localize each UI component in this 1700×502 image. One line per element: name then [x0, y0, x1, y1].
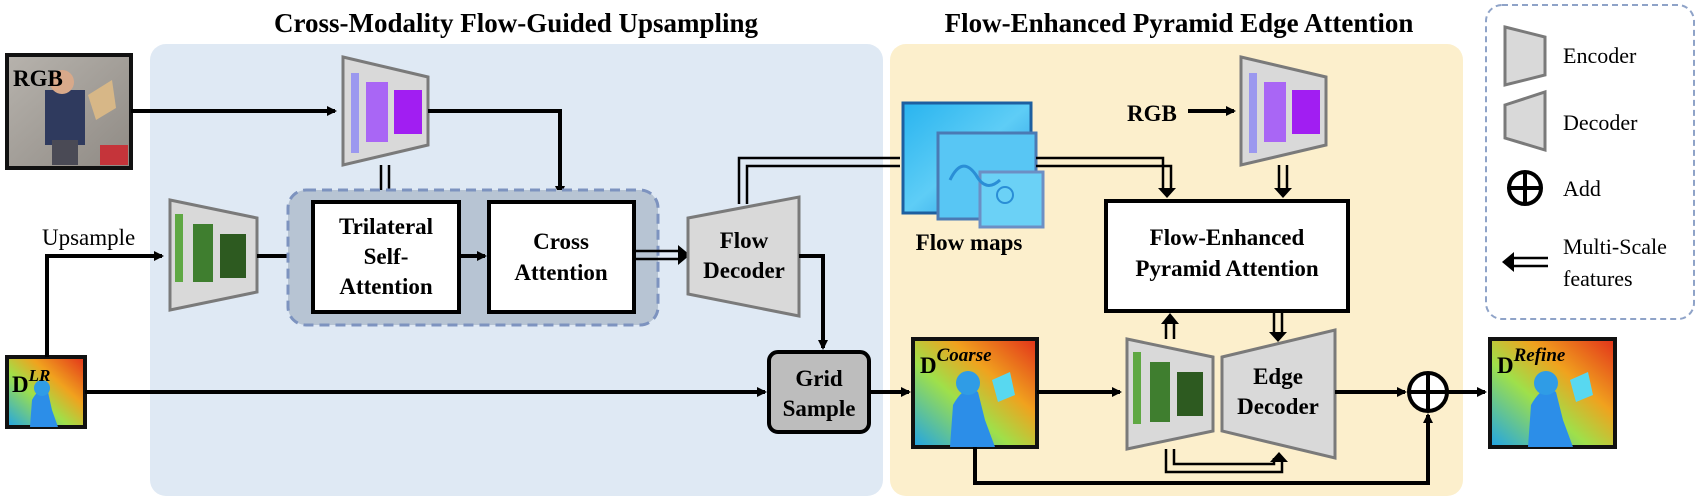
edge-decoder-label-1: Edge: [1253, 364, 1303, 389]
depth-lr-label: DLR: [12, 366, 50, 397]
legend-add-label: Add: [1563, 176, 1601, 201]
rgb-encoder-icon: [341, 55, 430, 167]
legend-add-icon: [1507, 170, 1543, 206]
rgb-right-encoder-to-fepa-double-arrow: [1274, 165, 1292, 198]
rgb-right-encoder-icon: [1239, 55, 1328, 167]
legend-decoder-label: Decoder: [1563, 110, 1638, 135]
trilateral-self-attention-box: [311, 200, 461, 314]
legend-multiscale-label-2: features: [1563, 266, 1633, 291]
flow-enhanced-pyramid-attention-box: [1104, 199, 1350, 313]
cross-label-2: Attention: [514, 260, 607, 285]
depth-coarse-label: DCoarse: [920, 345, 992, 378]
grid-sample-label-1: Grid: [795, 366, 842, 391]
trilateral-label-3: Attention: [339, 274, 432, 299]
upsample-arrow: [45, 251, 164, 357]
add-icon: [1407, 371, 1449, 413]
upsample-label: Upsample: [42, 225, 135, 250]
rgb-input-image: [5, 53, 133, 170]
depth-refine-label: DRefine: [1497, 345, 1566, 378]
edge-encoder-to-fepa-double-arrow: [1161, 313, 1179, 339]
fepa-label-1: Flow-Enhanced: [1150, 225, 1305, 250]
fepa-to-edge-decoder-double-arrow: [1269, 311, 1287, 342]
edge-encoder-icon: [1125, 337, 1215, 451]
legend-decoder-icon: [1503, 89, 1547, 153]
coarse-skip-to-add-arrow: [973, 413, 1433, 485]
cross-to-flow-decoder-double-arrow: [634, 245, 690, 265]
grid-sample-label-2: Sample: [783, 396, 856, 421]
trilateral-label-1: Trilateral: [339, 214, 433, 239]
edge-encoder-to-decoder-skip-double-arrow: [1164, 449, 1288, 474]
flow-decoder-to-flow-maps-double-line: [737, 156, 900, 204]
legend-multiscale-arrow-icon: [1502, 252, 1548, 272]
right-section-title: Flow-Enhanced Pyramid Edge Attention: [945, 8, 1414, 38]
lr-encoder-icon: [168, 198, 259, 312]
flow-decoder-to-grid-arrow: [799, 254, 828, 350]
depth-refine-image: [1488, 337, 1617, 449]
trilateral-label-2: Self-: [364, 244, 409, 269]
rgb-label: RGB: [13, 66, 63, 91]
cross-attention-box: [487, 200, 636, 314]
flow-decoder-label-1: Flow: [720, 228, 769, 253]
flow-decoder-label-2: Decoder: [703, 258, 785, 283]
flow-maps-label: Flow maps: [916, 230, 1023, 255]
cross-label-1: Cross: [533, 229, 589, 254]
edge-decoder-shape: [1220, 328, 1337, 460]
edge-decoder-label-2: Decoder: [1237, 394, 1319, 419]
flow-maps-to-fepa-double-arrow: [1036, 156, 1176, 198]
fepa-label-2: Pyramid Attention: [1135, 256, 1319, 281]
legend-encoder-label: Encoder: [1563, 43, 1637, 68]
flow-decoder-shape: [686, 195, 801, 318]
rgb-encoder-to-cross-arrow: [428, 109, 565, 196]
legend-box: [1485, 4, 1695, 320]
legend-multiscale-label-1: Multi-Scale: [1563, 234, 1667, 259]
legend-encoder-icon: [1503, 25, 1547, 87]
left-section-title: Cross-Modality Flow-Guided Upsampling: [274, 8, 759, 38]
rgb-right-label: RGB: [1127, 101, 1177, 126]
flow-maps-image: [901, 101, 1045, 229]
